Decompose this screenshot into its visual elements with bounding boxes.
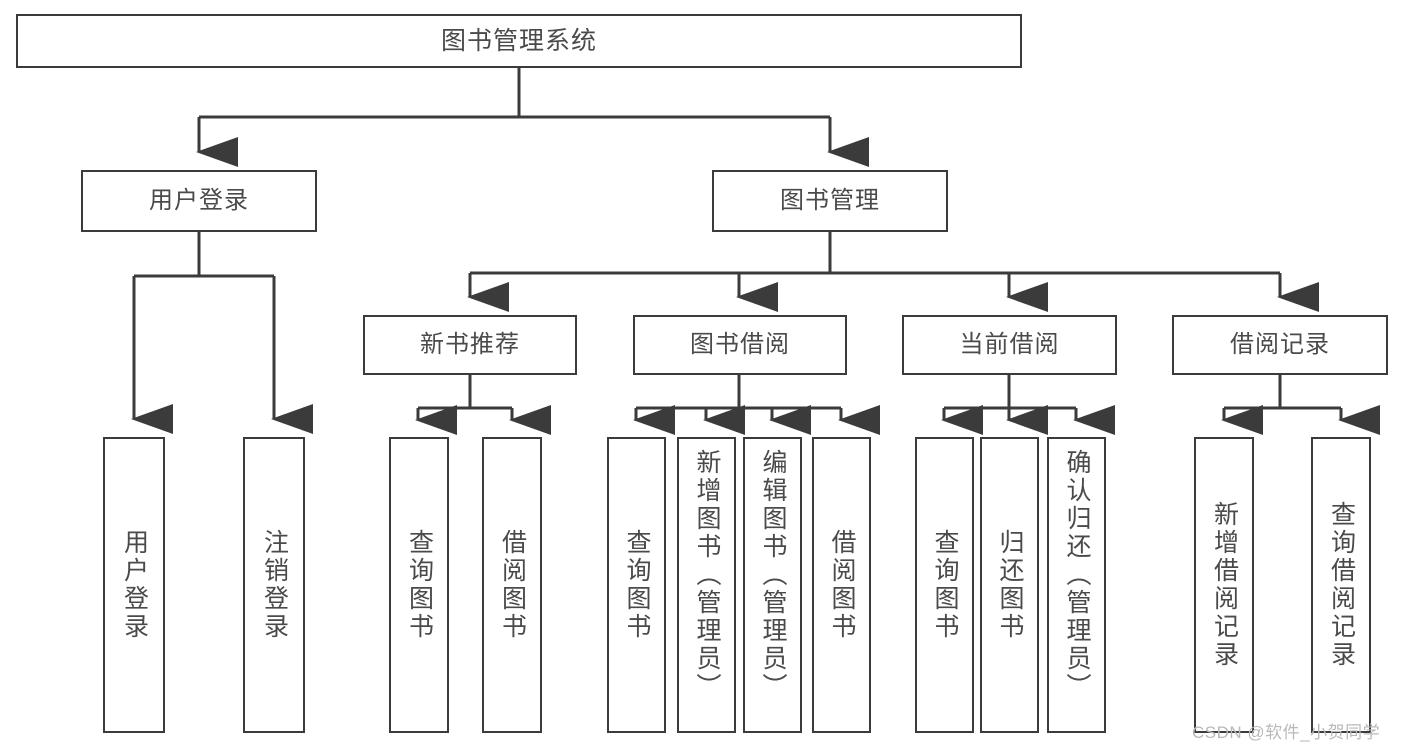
node-new-book-recommend[interactable]: 新书推荐 <box>363 315 577 375</box>
node-borrow-record[interactable]: 借阅记录 <box>1172 315 1388 375</box>
node-leaf-borrow-book-1-label: 借阅图书 <box>498 529 527 641</box>
node-leaf-add-book-label: 新增图书（管理员） <box>693 449 721 701</box>
node-leaf-add-book[interactable]: 新增图书（管理员） <box>677 437 736 733</box>
node-leaf-user-login-label: 用户登录 <box>120 529 149 641</box>
node-leaf-logout-label: 注销登录 <box>260 529 289 641</box>
node-leaf-borrow-book-2-label: 借阅图书 <box>828 529 856 641</box>
node-borrow-record-label: 借阅记录 <box>1230 330 1330 358</box>
node-current-borrow[interactable]: 当前借阅 <box>902 315 1117 375</box>
node-leaf-confirm-return-label: 确认归还（管理员） <box>1063 449 1091 701</box>
node-leaf-return-book-label: 归还图书 <box>996 529 1024 641</box>
watermark: CSDN @软件_小贺同学 <box>1192 723 1381 742</box>
node-leaf-confirm-return[interactable]: 确认归还（管理员） <box>1047 437 1106 733</box>
node-leaf-return-book[interactable]: 归还图书 <box>980 437 1039 733</box>
node-leaf-edit-book[interactable]: 编辑图书（管理员） <box>743 437 802 733</box>
node-book-manage[interactable]: 图书管理 <box>712 170 948 232</box>
node-leaf-query-book-1-label: 查询图书 <box>405 529 434 641</box>
node-book-manage-label: 图书管理 <box>780 186 880 214</box>
node-user-login[interactable]: 用户登录 <box>81 170 317 232</box>
node-leaf-query-book-2[interactable]: 查询图书 <box>607 437 666 733</box>
node-leaf-query-book-3-label: 查询图书 <box>931 529 959 641</box>
node-current-borrow-label: 当前借阅 <box>959 330 1060 358</box>
node-root-label: 图书管理系统 <box>440 27 597 55</box>
node-leaf-query-book-1[interactable]: 查询图书 <box>389 437 449 733</box>
node-leaf-query-record-label: 查询借阅记录 <box>1327 501 1356 669</box>
node-root[interactable]: 图书管理系统 <box>16 14 1022 68</box>
node-leaf-query-record[interactable]: 查询借阅记录 <box>1311 437 1371 733</box>
node-leaf-edit-book-label: 编辑图书（管理员） <box>759 449 787 701</box>
node-user-login-label: 用户登录 <box>149 186 249 214</box>
node-leaf-logout[interactable]: 注销登录 <box>243 437 305 733</box>
node-book-borrow-label: 图书借阅 <box>690 330 790 358</box>
node-leaf-borrow-book-2[interactable]: 借阅图书 <box>812 437 871 733</box>
node-new-book-recommend-label: 新书推荐 <box>420 330 520 358</box>
node-book-borrow[interactable]: 图书借阅 <box>633 315 847 375</box>
node-leaf-borrow-book-1[interactable]: 借阅图书 <box>482 437 542 733</box>
node-leaf-add-record-label: 新增借阅记录 <box>1210 501 1239 669</box>
node-leaf-add-record[interactable]: 新增借阅记录 <box>1194 437 1254 733</box>
node-leaf-query-book-2-label: 查询图书 <box>623 529 651 641</box>
node-leaf-user-login[interactable]: 用户登录 <box>103 437 165 733</box>
node-leaf-query-book-3[interactable]: 查询图书 <box>915 437 974 733</box>
